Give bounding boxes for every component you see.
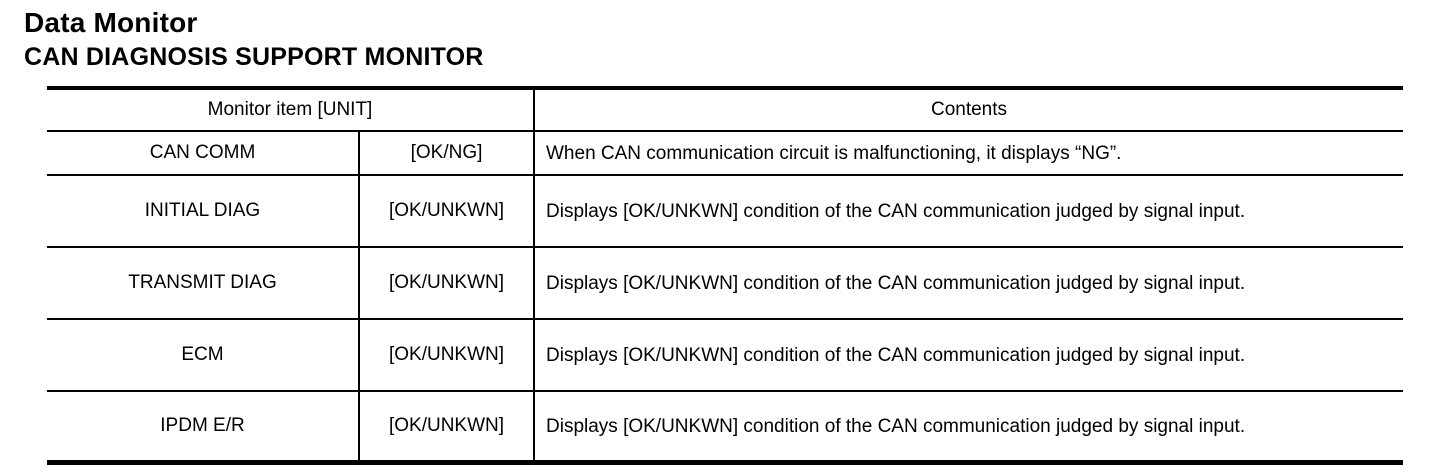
can-diagnosis-monitor-table: Monitor item [UNIT] Contents CAN COMM [O…: [47, 86, 1403, 465]
table-row: CAN COMM [OK/NG] When CAN communication …: [47, 132, 1403, 176]
table-row: IPDM E/R [OK/UNKWN] Displays [OK/UNKWN] …: [47, 392, 1403, 460]
unit-cell: [OK/UNKWN]: [358, 248, 533, 318]
page-title: Data Monitor: [24, 7, 198, 38]
monitor-item-cell: IPDM E/R: [160, 415, 245, 436]
contents-cell: Displays [OK/UNKWN] condition of the CAN…: [533, 248, 1403, 318]
section-title: CAN DIAGNOSIS SUPPORT MONITOR: [24, 43, 484, 71]
monitor-item-cell: CAN COMM: [149, 142, 256, 163]
monitor-item-cell: ECM: [181, 344, 224, 365]
unit-cell: [OK/NG]: [358, 132, 533, 174]
monitor-item-cell: TRANSMIT DIAG: [128, 272, 277, 293]
table-header-row: Monitor item [UNIT] Contents: [47, 90, 1403, 132]
monitor-item-cell: INITIAL DIAG: [144, 200, 261, 221]
table-row: ECM [OK/UNKWN] Displays [OK/UNKWN] condi…: [47, 320, 1403, 392]
unit-cell: [OK/UNKWN]: [358, 320, 533, 390]
column-header-contents: Contents: [533, 90, 1403, 130]
unit-cell: [OK/UNKWN]: [358, 392, 533, 460]
contents-cell: Displays [OK/UNKWN] condition of the CAN…: [533, 392, 1403, 460]
unit-cell: [OK/UNKWN]: [358, 176, 533, 246]
contents-cell: When CAN communication circuit is malfun…: [533, 132, 1403, 174]
table-row: TRANSMIT DIAG [OK/UNKWN] Displays [OK/UN…: [47, 248, 1403, 320]
column-header-monitor-item: Monitor item [UNIT]: [207, 99, 373, 120]
table-row: INITIAL DIAG [OK/UNKWN] Displays [OK/UNK…: [47, 176, 1403, 248]
contents-cell: Displays [OK/UNKWN] condition of the CAN…: [533, 320, 1403, 390]
contents-cell: Displays [OK/UNKWN] condition of the CAN…: [533, 176, 1403, 246]
